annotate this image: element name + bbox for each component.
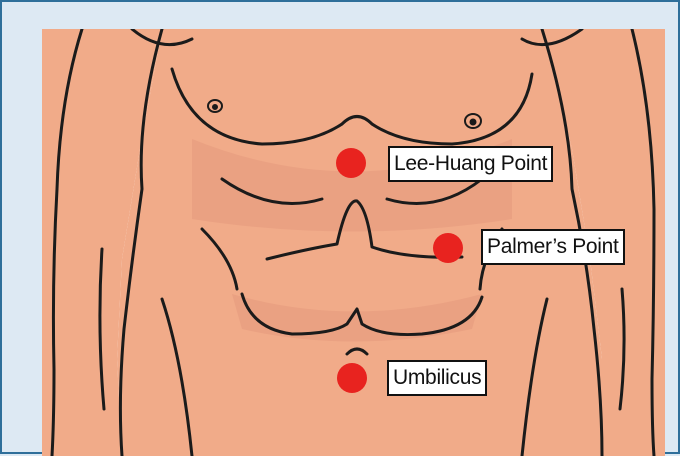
- umbilicus-label: Umbilicus: [387, 360, 487, 396]
- palmers-label: Palmer’s Point: [481, 229, 625, 265]
- lee-huang-marker: [336, 148, 366, 178]
- diagram-panel: Lee-Huang Point Palmer’s Point Umbilicus: [42, 29, 665, 456]
- left-nipple-center: [213, 105, 217, 109]
- umbilicus-marker: [337, 363, 367, 393]
- palmers-marker: [433, 233, 463, 263]
- lee-huang-label: Lee-Huang Point: [388, 146, 553, 182]
- right-nipple-center: [471, 120, 476, 125]
